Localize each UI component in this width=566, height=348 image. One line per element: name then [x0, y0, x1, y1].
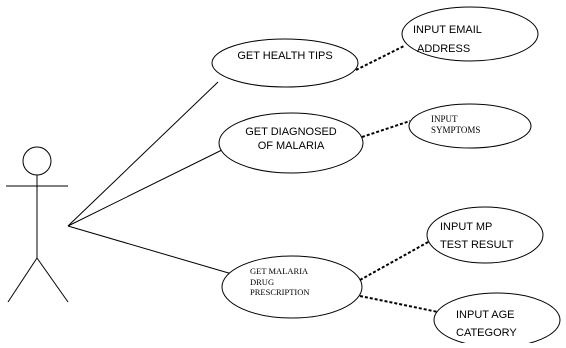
relation-diagnosed-symptoms	[361, 120, 411, 138]
use-case-diagnosed-label: GET DIAGNOSED OF MALARIA	[245, 126, 337, 152]
actor-left-leg	[7, 257, 38, 303]
input-symptoms-ellipse	[408, 103, 532, 149]
input-age-label: INPUT AGE CATEGORY	[456, 309, 517, 339]
use-case-prescription-label: GET MALARIA DRUG PRESCRIPTION	[250, 266, 310, 298]
relation-prescription-mp-test	[359, 240, 431, 281]
association-diagnosed	[67, 146, 229, 227]
input-email-label: INPUT EMAIL ADDRESS	[413, 24, 482, 56]
use-case-health-tips-label: GET HEALTH TIPS	[237, 50, 333, 62]
actor-right-leg	[36, 257, 69, 303]
use-case-prescription-ellipse	[221, 255, 363, 319]
input-symptoms-label: INPUT SYMPTOMS	[431, 114, 481, 136]
input-mp-test-ellipse	[426, 206, 544, 264]
actor-head	[22, 146, 52, 176]
input-mp-test-label: INPUT MP TEST RESULT	[440, 221, 514, 251]
relation-health-tips-email	[355, 45, 405, 71]
association-health-tips	[67, 81, 219, 227]
relation-prescription-age	[359, 295, 439, 313]
use-case-diagnosed-ellipse	[218, 112, 364, 174]
association-prescription	[67, 225, 233, 275]
input-email-ellipse	[401, 6, 539, 62]
actor-stick-figure	[6, 146, 69, 303]
use-case-health-tips-ellipse	[211, 38, 359, 88]
